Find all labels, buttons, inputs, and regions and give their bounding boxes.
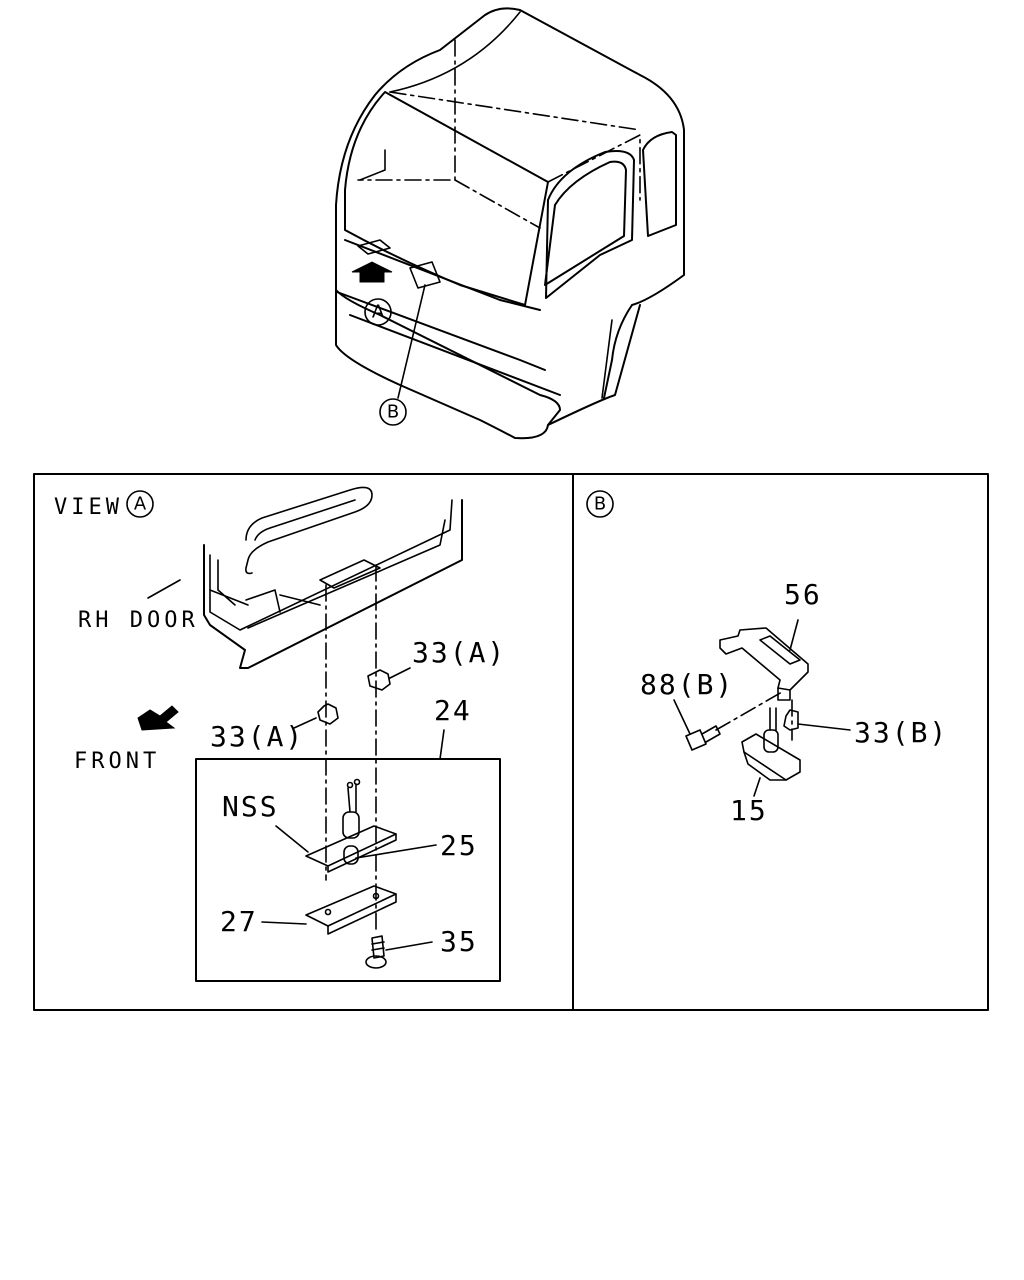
detail-frame	[33, 473, 989, 1011]
callout-a-circle	[364, 298, 392, 326]
leader-33a-lower	[293, 717, 317, 729]
leader-33b	[797, 723, 851, 731]
rh-door-leader	[147, 579, 181, 599]
label-25: 25	[440, 829, 478, 862]
callout-b-circle	[379, 398, 407, 426]
label-24: 24	[434, 694, 472, 727]
rh-door-label: RH DOOR	[78, 608, 199, 633]
bolt-88b	[685, 725, 721, 751]
bulb-socket	[342, 811, 360, 839]
rh-door-illustration	[203, 486, 463, 669]
screw-35	[365, 935, 387, 969]
label-33b: 33(B)	[854, 716, 948, 749]
view-a-callout-label: A	[134, 494, 147, 515]
front-label: FRONT	[74, 749, 160, 774]
leader-nss	[275, 825, 309, 853]
callout-b-label: B	[387, 402, 399, 423]
clip-nut-upper	[367, 669, 391, 691]
view-b-callout-label: B	[594, 494, 606, 515]
label-15: 15	[730, 794, 768, 827]
leader-27	[261, 921, 307, 925]
cab-illustration: A B	[335, 7, 685, 440]
nut-33b	[783, 709, 799, 731]
leader-15	[753, 777, 761, 797]
label-35: 35	[440, 925, 478, 958]
callout-a-label: A	[372, 302, 385, 323]
leader-33a-upper	[389, 667, 411, 679]
view-a-callout-circle	[126, 490, 154, 518]
leader-35	[385, 941, 433, 951]
view-a-title: VIEW	[54, 495, 123, 520]
label-88b: 88(B)	[640, 668, 734, 701]
assembly-24-box	[195, 758, 501, 982]
leader-25	[355, 844, 437, 859]
view-b-panel: B 56 88(B) 33(B) 15	[586, 490, 948, 827]
lens-27	[305, 885, 397, 927]
front-arrow-icon	[137, 705, 179, 731]
label-27: 27	[220, 905, 258, 938]
label-33a-lower: 33(A)	[210, 720, 304, 753]
label-56: 56	[784, 578, 822, 611]
label-33a-upper: 33(A)	[412, 636, 506, 669]
bulb	[343, 845, 359, 865]
clip-nut-lower	[317, 703, 339, 725]
view-a-panel: VIEW A RH DOOR FRONT 33(A) 33(A	[54, 486, 506, 982]
leader-24	[439, 729, 445, 760]
leader-56	[789, 619, 799, 651]
leader-88b	[673, 699, 691, 735]
bolt-alignment-line	[715, 691, 783, 731]
label-nss: NSS	[222, 790, 279, 823]
lamp-15	[741, 707, 801, 781]
view-b-callout-circle	[586, 490, 614, 518]
